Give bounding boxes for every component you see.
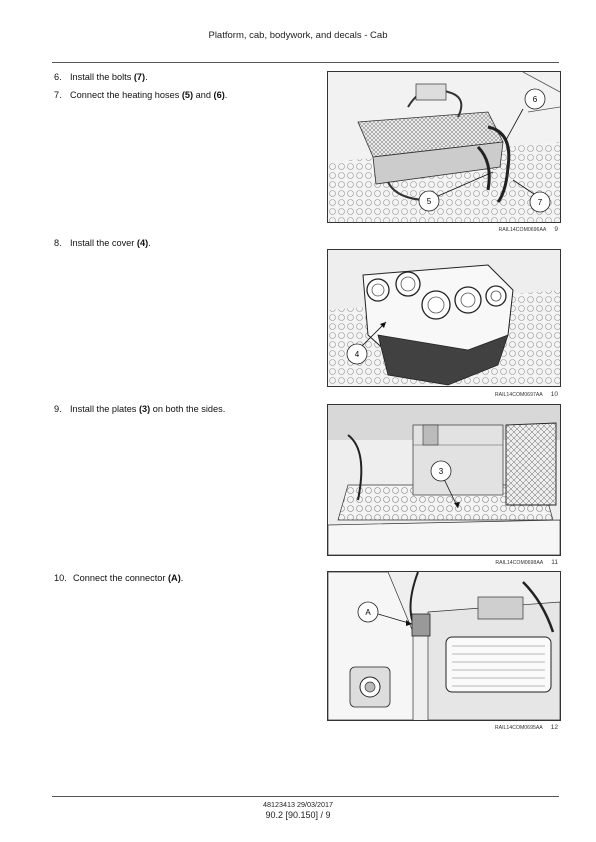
header-divider — [52, 62, 559, 63]
step-text: Connect the heating hoses — [70, 90, 182, 100]
step-text: Install the bolts — [70, 72, 134, 82]
figure-10-caption: RAIL14COM0697AA 10 — [495, 391, 558, 398]
step-6: 6. Install the bolts (7). — [54, 72, 148, 82]
footer-page-number: 90.2 [90.150] / 9 — [265, 810, 331, 820]
step-text: Install the cover — [70, 238, 137, 248]
callout-6: 6 — [533, 95, 538, 104]
step-number: 6. — [54, 72, 62, 82]
figure-plates: 3 — [327, 404, 561, 556]
step-ref: (7) — [133, 72, 146, 82]
step-number: 9. — [54, 404, 62, 414]
footer-doc-code: 48123413 29/03/2017 — [263, 800, 333, 809]
step-tail: . — [145, 72, 148, 82]
figure-number: 11 — [551, 559, 558, 566]
figure-code: RAIL14COM0698AA — [495, 560, 544, 566]
step-ref: (A) — [168, 573, 181, 583]
footer-divider — [52, 796, 559, 797]
step-number: 8. — [54, 238, 62, 248]
step-tail: on both the sides. — [150, 404, 226, 414]
callout-a: A — [365, 608, 371, 617]
figure-12-caption: RAIL14COM0695AA 12 — [495, 724, 558, 731]
step-tail: . — [224, 90, 228, 100]
plates-illustration: 3 — [328, 405, 560, 555]
figure-code: RAIL14COM0697AA — [494, 392, 543, 398]
figure-number: 10 — [550, 391, 558, 398]
figure-connector: A — [327, 571, 561, 721]
cover-illustration: 4 — [328, 250, 560, 386]
callout-3: 3 — [439, 467, 444, 476]
figure-heater-hoses: 6 5 7 — [327, 71, 561, 223]
figure-9-caption: RAIL14COM0696AA 9 — [499, 226, 559, 233]
step-10: 10. Connect the connector (A). — [54, 573, 183, 583]
page-header-title: Platform, cab, bodywork, and decals - Ca… — [208, 30, 388, 41]
step-8: 8. Install the cover (4). — [54, 238, 151, 248]
figure-number: 9 — [554, 226, 558, 233]
step-number: 10. — [54, 573, 67, 583]
step-number: 7. — [54, 90, 62, 100]
heater-illustration: 6 5 7 — [328, 72, 560, 222]
step-tail: . — [148, 238, 151, 248]
callout-7: 7 — [538, 198, 543, 207]
figure-cover: 4 — [327, 249, 561, 387]
figure-code: RAIL14COM0695AA — [494, 725, 543, 731]
step-ref: (3) — [138, 404, 151, 414]
connector-illustration: A — [328, 572, 560, 720]
figure-code: RAIL14COM0696AA — [498, 227, 547, 233]
step-ref-2: (6) — [213, 90, 225, 100]
callout-4: 4 — [355, 350, 360, 359]
callout-5: 5 — [427, 197, 432, 206]
step-text: Connect the connector — [73, 573, 168, 583]
step-9: 9. Install the plates (3) on both the sid… — [54, 404, 225, 414]
step-tail: . — [180, 573, 184, 583]
figure-11-caption: RAIL14COM0698AA 11 — [495, 559, 558, 566]
step-ref: (4) — [136, 238, 149, 248]
step-7: 7. Connect the heating hoses (5) and (6). — [54, 90, 227, 100]
step-mid: and — [193, 90, 214, 100]
figure-number: 12 — [550, 724, 558, 731]
step-ref: (5) — [181, 90, 194, 100]
step-text: Install the plates — [70, 404, 139, 414]
